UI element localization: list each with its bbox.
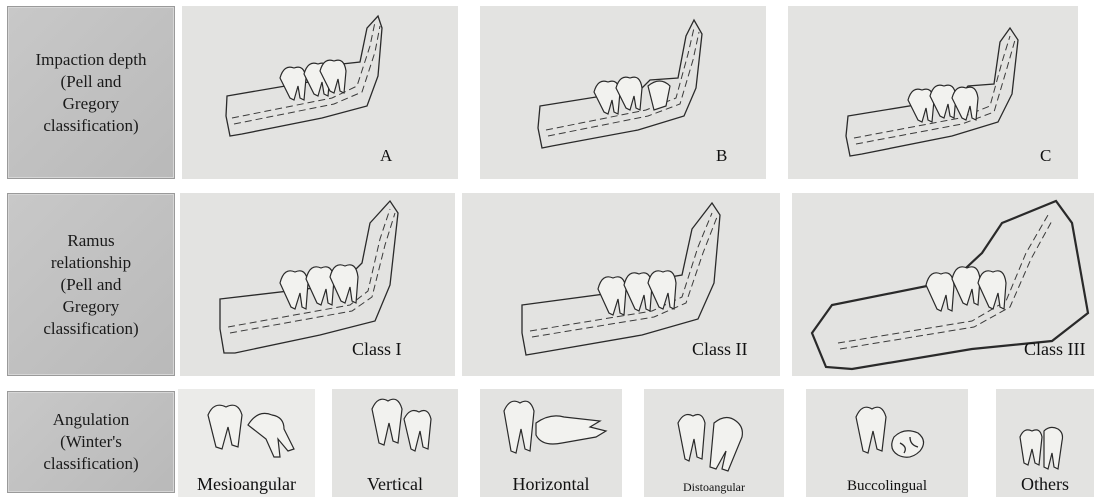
label-line: classification) <box>43 453 138 475</box>
label-line: (Pell and <box>36 71 147 93</box>
label-line: (Pell and <box>43 274 138 296</box>
panel-ramus-class-3: Class III <box>792 193 1094 376</box>
label-line: classification) <box>36 115 147 137</box>
panel-depth-a: A <box>182 6 458 179</box>
label-line: Gregory <box>36 93 147 115</box>
panel-ramus-class-1: Class I <box>180 193 455 376</box>
impaction-depth-label: Impaction depth (Pell and Gregory classi… <box>7 6 175 179</box>
panel-label: Class II <box>692 339 748 360</box>
panel-mesioangular: Mesioangular <box>178 389 315 497</box>
angulation-label: Angulation (Winter's classification) <box>7 391 175 493</box>
panel-label: Distoangular <box>644 480 784 495</box>
panel-distoangular: Distoangular <box>644 389 784 497</box>
panel-label: B <box>716 146 727 166</box>
panel-depth-c: C <box>788 6 1078 179</box>
panel-label: Class III <box>1024 339 1086 360</box>
panel-ramus-class-2: Class II <box>462 193 780 376</box>
panel-buccolingual: Buccolingual <box>806 389 968 497</box>
panel-label: Buccolingual <box>806 478 968 495</box>
label-line: classification) <box>43 318 138 340</box>
panel-label: Class I <box>352 339 402 360</box>
mandible-class-1-drawing <box>180 193 455 376</box>
label-line: Impaction depth <box>36 49 147 71</box>
panel-label: C <box>1040 146 1051 166</box>
panel-label: Horizontal <box>480 474 622 495</box>
label-line: Angulation <box>43 409 138 431</box>
label-line: (Winter's <box>43 431 138 453</box>
ramus-relationship-label: Ramus relationship (Pell and Gregory cla… <box>7 193 175 376</box>
label-line: relationship <box>43 252 138 274</box>
panel-label: Vertical <box>332 474 458 495</box>
panel-vertical: Vertical <box>332 389 458 497</box>
panel-label: Others <box>996 474 1094 495</box>
mandible-depth-c-drawing <box>788 6 1078 179</box>
panel-depth-b: B <box>480 6 766 179</box>
mandible-depth-a-drawing <box>182 6 458 179</box>
panel-label: Mesioangular <box>178 474 315 495</box>
label-line: Ramus <box>43 230 138 252</box>
label-line: Gregory <box>43 296 138 318</box>
panel-label: A <box>380 146 392 166</box>
panel-horizontal: Horizontal <box>480 389 622 497</box>
panel-others: Others <box>996 389 1094 497</box>
